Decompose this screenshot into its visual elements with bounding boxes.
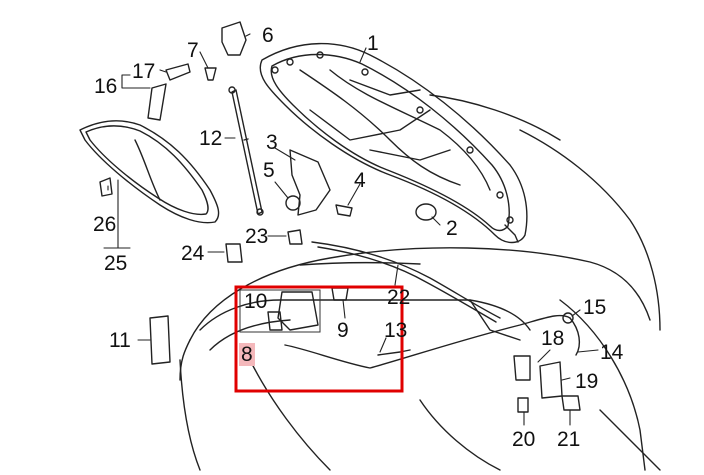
callout-23: 23	[245, 225, 269, 248]
hood-insulator	[79, 120, 220, 224]
callout-5: 5	[263, 159, 275, 182]
leader-lines	[103, 33, 599, 426]
callout-7: 7	[187, 39, 199, 62]
callout-21: 21	[557, 428, 581, 451]
callout-13: 13	[384, 319, 408, 342]
callout-20: 20	[512, 428, 536, 451]
callout-25: 25	[104, 252, 128, 275]
callout-14: 14	[600, 341, 624, 364]
highlight-box	[234, 285, 404, 393]
vehicle-body	[179, 94, 661, 471]
hood-panel	[259, 42, 528, 244]
gas-strut	[228, 86, 264, 216]
weatherstrip-inner	[317, 246, 497, 323]
callout-9: 9	[337, 319, 349, 342]
weatherstrip	[311, 241, 501, 319]
callout-1: 1	[367, 32, 379, 55]
cable-end	[569, 317, 581, 356]
callout-17: 17	[132, 60, 156, 83]
hardware	[99, 21, 581, 413]
latch-cable	[377, 349, 411, 356]
callout-19: 19	[575, 370, 599, 393]
callout-6: 6	[262, 24, 274, 47]
callout-8: 8	[239, 343, 255, 366]
callout-16: 16	[94, 75, 118, 98]
callout-15: 15	[583, 296, 607, 319]
callout-26: 26	[93, 213, 117, 236]
callout-3: 3	[266, 131, 278, 154]
release-cable	[284, 314, 571, 369]
callout-10: 10	[244, 290, 268, 313]
callout-2: 2	[446, 217, 458, 240]
callout-24: 24	[181, 242, 205, 265]
callout-4: 4	[354, 169, 366, 192]
latch-subbox	[239, 289, 321, 333]
callout-18: 18	[541, 327, 565, 350]
callout-22: 22	[387, 286, 411, 309]
cable-clip	[562, 312, 574, 324]
callout-11: 11	[109, 329, 131, 352]
callout-12: 12	[199, 127, 223, 150]
